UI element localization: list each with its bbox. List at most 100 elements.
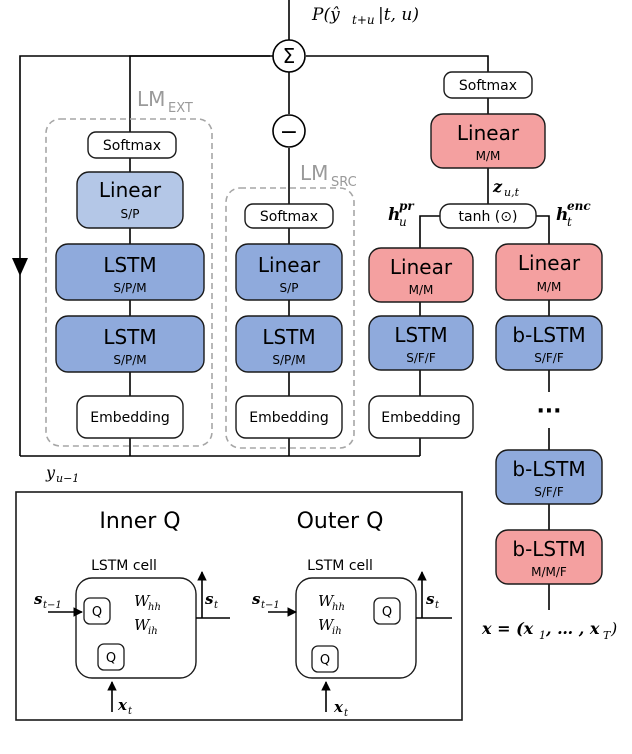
z-label: z u,t <box>492 177 520 199</box>
lm-src-group: LM SRC Softmax Linear S/P LSTM S/P/M Emb… <box>225 161 357 449</box>
svg-text:M/M: M/M <box>409 283 434 297</box>
svg-text:P(ŷ: P(ŷ <box>311 5 340 25</box>
svg-text:S/P/M: S/P/M <box>113 281 146 295</box>
svg-text:LSTM: LSTM <box>103 325 156 349</box>
svg-text:ih: ih <box>148 626 158 637</box>
tanh-node: tanh (⊙) <box>439 203 537 229</box>
svg-text:Q: Q <box>320 653 330 668</box>
svg-text:t: t <box>567 215 572 229</box>
lm-src-lstm: LSTM S/P/M <box>235 315 343 373</box>
prediction-linear: Linear M/M <box>368 247 474 303</box>
svg-text:S/P/M: S/P/M <box>113 353 146 367</box>
svg-text:Softmax: Softmax <box>260 209 318 225</box>
svg-text:t: t <box>128 706 133 717</box>
svg-text:LSTM: LSTM <box>394 323 447 347</box>
svg-text:LSTM: LSTM <box>103 253 156 277</box>
outer-q-state: Q <box>373 597 401 625</box>
outer-wih: W ih <box>318 616 342 637</box>
svg-text:Q: Q <box>92 605 102 620</box>
svg-text:s: s <box>426 590 435 608</box>
quantization-legend: Inner Q LSTM cell Q Q W hh W ih s t−1 <box>15 491 463 721</box>
prediction-embedding: Embedding <box>368 395 474 439</box>
svg-text:Q: Q <box>106 651 116 666</box>
lm-ext-linear: Linear S/P <box>76 171 184 229</box>
svg-text:Linear: Linear <box>258 253 321 277</box>
svg-text:S/P: S/P <box>280 281 299 295</box>
outer-q-input: Q <box>311 645 339 673</box>
joint-softmax: Softmax <box>443 71 533 99</box>
svg-text:u: u <box>399 215 407 229</box>
outer-arrows <box>268 571 452 712</box>
encoder-blstm-2: b-LSTM S/F/F <box>495 449 603 505</box>
svg-text:M/M: M/M <box>476 149 501 163</box>
joint-network: Softmax Linear M/M z u,t tanh (⊙) <box>430 71 546 229</box>
encoder-blstm-3: b-LSTM M/M/F <box>495 529 603 585</box>
inner-s-cur: s t <box>205 590 219 611</box>
svg-text:pr: pr <box>399 199 415 213</box>
lm-ext-softmax: Softmax <box>87 131 177 159</box>
svg-text:b-LSTM: b-LSTM <box>512 537 585 561</box>
h-pr-label: h pr u <box>388 199 415 229</box>
svg-text:s: s <box>252 590 261 608</box>
svg-text:EXT: EXT <box>168 101 193 116</box>
svg-text:y: y <box>45 463 56 482</box>
outer-x-cur: x t <box>333 698 349 719</box>
encoder-linear: Linear M/M <box>495 243 603 301</box>
lm-src-softmax: Softmax <box>244 203 334 229</box>
svg-text:Embedding: Embedding <box>249 410 328 426</box>
svg-text:z: z <box>492 177 503 196</box>
outer-q-title: Outer Q <box>297 509 384 534</box>
svg-text:u−1: u−1 <box>56 472 79 485</box>
svg-text:s: s <box>34 590 43 608</box>
inner-whh: W hh <box>134 592 161 613</box>
svg-text:Σ: Σ <box>283 44 296 68</box>
svg-text:T: T <box>603 629 612 642</box>
inner-wih: W ih <box>134 616 158 637</box>
sum-node: Σ <box>272 39 306 73</box>
inner-cell-label: LSTM cell <box>91 558 157 574</box>
svg-text:S/F/F: S/F/F <box>406 351 436 365</box>
svg-text:W: W <box>134 616 151 634</box>
ellipsis-dots: ··· <box>536 399 561 424</box>
svg-text:x = (x: x = (x <box>481 619 534 638</box>
svg-text:S/P: S/P <box>121 207 140 221</box>
svg-text:W: W <box>134 592 151 610</box>
svg-text:h: h <box>556 205 568 225</box>
svg-text:W: W <box>318 616 335 634</box>
svg-text:ih: ih <box>332 626 342 637</box>
svg-text:Embedding: Embedding <box>90 410 169 426</box>
output-probability-label: P(ŷ t+u |t, u) <box>311 5 419 27</box>
svg-text:t−1: t−1 <box>261 600 280 611</box>
minus-node: − <box>272 114 306 148</box>
inner-x-cur: x t <box>117 696 133 717</box>
inner-q-state: Q <box>83 597 111 625</box>
lm-ext-lstm-2: LSTM S/P/M <box>55 315 205 373</box>
inner-q-title: Inner Q <box>99 509 180 534</box>
svg-text:S/F/F: S/F/F <box>534 351 564 365</box>
svg-text:s: s <box>205 590 214 608</box>
svg-text:S/F/F: S/F/F <box>534 485 564 499</box>
svg-text:M/M/F: M/M/F <box>531 565 567 579</box>
outer-s-cur: s t <box>426 590 440 611</box>
svg-text:|t, u): |t, u) <box>378 5 419 25</box>
lm-src-linear: Linear S/P <box>235 243 343 301</box>
svg-text:, … , x: , … , x <box>545 619 600 638</box>
svg-text:h: h <box>388 205 400 225</box>
inner-q-input: Q <box>97 643 125 671</box>
svg-text:SRC: SRC <box>331 175 357 190</box>
svg-text:b-LSTM: b-LSTM <box>512 457 585 481</box>
outer-s-prev: s t−1 <box>252 590 280 611</box>
input-y-label: y u−1 <box>45 463 79 485</box>
inner-s-prev: s t−1 <box>34 590 62 611</box>
svg-text:Embedding: Embedding <box>381 410 460 426</box>
outer-cell-label: LSTM cell <box>307 558 373 574</box>
svg-text:LM: LM <box>300 161 328 185</box>
svg-text:u,t: u,t <box>504 186 520 199</box>
feedback-arrow-icon <box>12 258 28 276</box>
h-enc-label: h enc t <box>556 199 591 229</box>
svg-text:−: − <box>280 120 298 145</box>
svg-text:): ) <box>610 619 617 638</box>
connection-lines <box>19 0 550 610</box>
svg-text:Linear: Linear <box>390 255 453 279</box>
